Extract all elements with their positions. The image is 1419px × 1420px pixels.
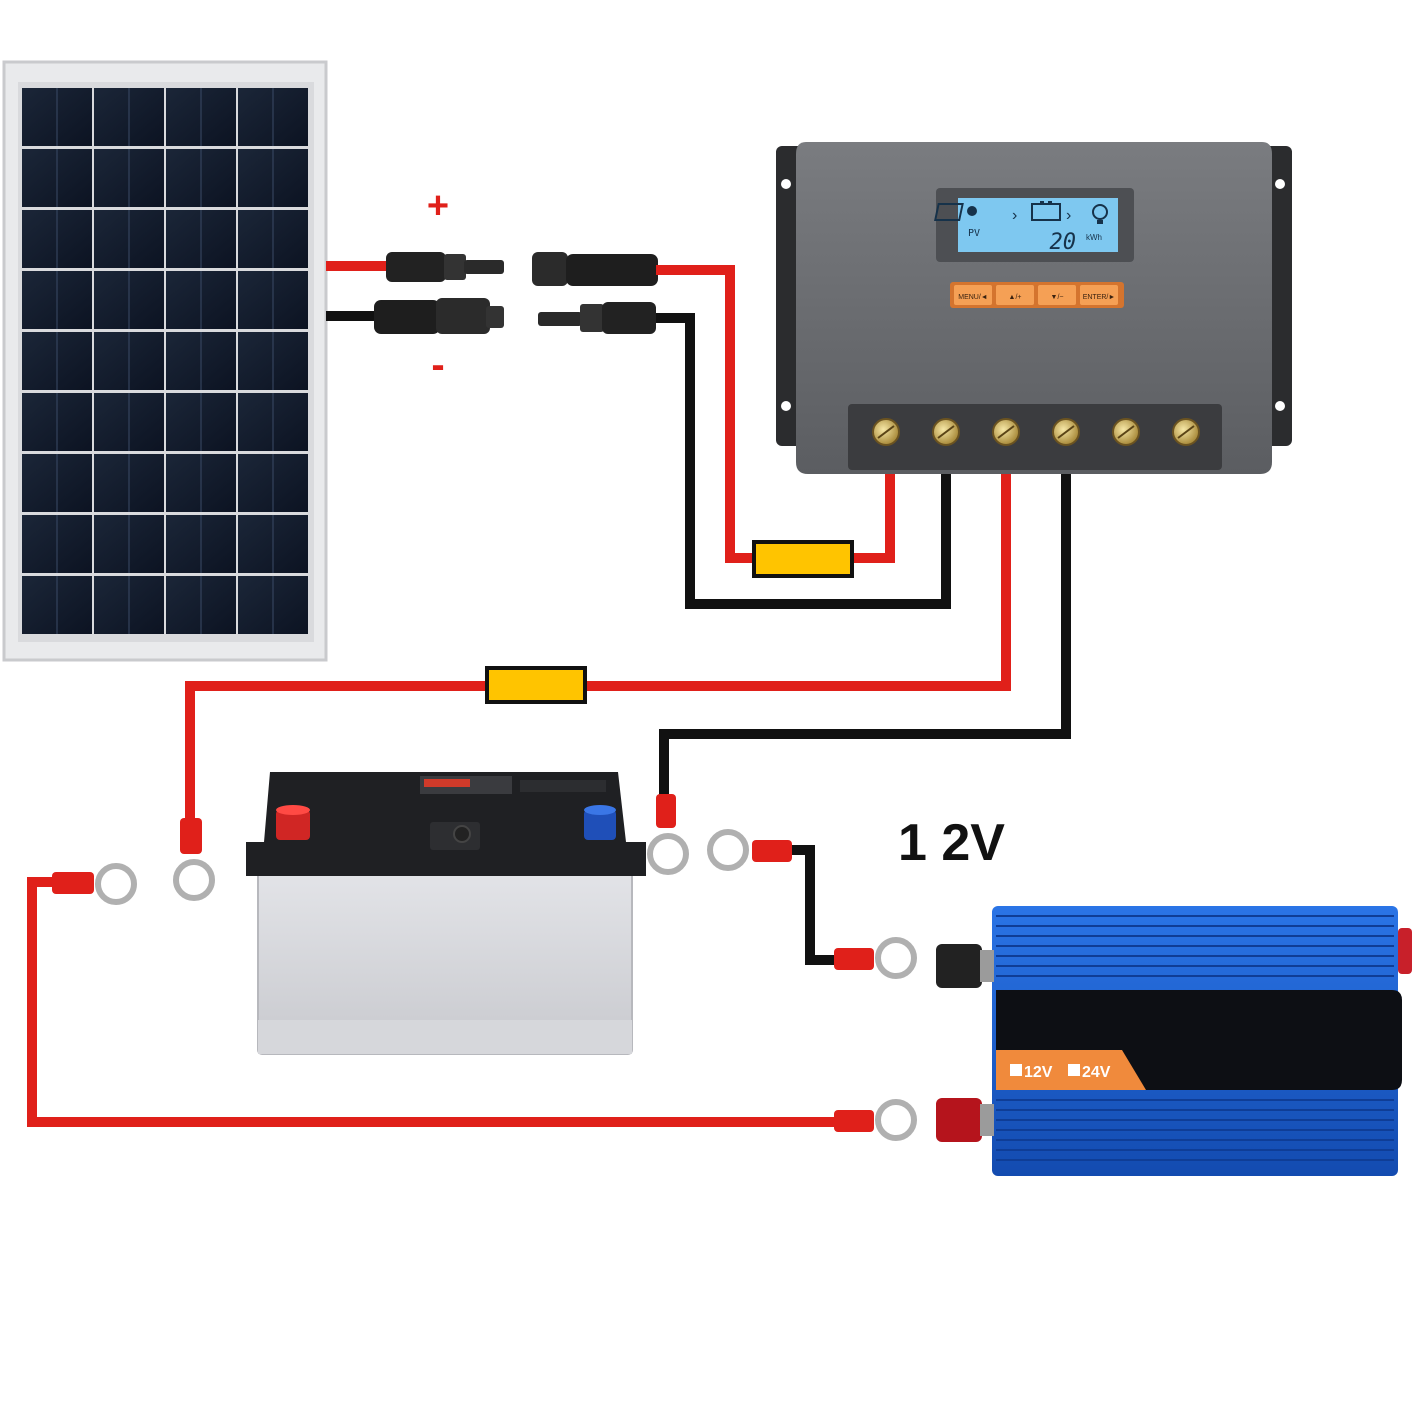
badge-24v-label: 24V: [1082, 1064, 1111, 1081]
solar-panel: [2, 60, 328, 662]
controller-button-label: ENTER/►: [1083, 294, 1116, 301]
screw-slot: [937, 425, 955, 439]
battery-positive-terminal: [276, 805, 310, 840]
mc4-male-negative: [538, 302, 656, 334]
pv-fuse: [752, 540, 854, 578]
pv-negative-wire: [656, 313, 951, 609]
controller-button[interactable]: [954, 285, 992, 305]
pv-positive-wire: [656, 265, 895, 563]
negative-label: -: [431, 343, 444, 387]
power-switch-icon: [1398, 928, 1412, 974]
voltage-label: 1 2V: [898, 814, 1005, 872]
bulb-icon: [1092, 204, 1108, 224]
screw-slot: [1057, 425, 1075, 439]
lcd-unit: kWh: [1086, 233, 1102, 242]
battery-positive-wire: [185, 470, 1011, 820]
battery-negative-wire: [659, 470, 1071, 800]
inverter-positive-battery-lug: [52, 863, 137, 905]
mc4-female-positive: [532, 252, 658, 286]
terminal-screws: [872, 418, 1200, 446]
inverter-positive-terminal: [936, 1098, 994, 1142]
controller-button[interactable]: [1080, 285, 1118, 305]
controller-button[interactable]: [996, 285, 1034, 305]
battery-base: [258, 1020, 632, 1054]
inverter-fins: [996, 915, 1394, 1161]
battery-negative-lug: [647, 794, 689, 875]
battery-icon: [1031, 201, 1061, 221]
inverter-negative-wire: [790, 845, 848, 965]
battery-positive-lug: [173, 818, 215, 901]
charge-controller: PV › › 20 kWh MENU/◄ ▲/+ ▼/− ENTER/►: [776, 142, 1292, 474]
controller-button-label: MENU/◄: [958, 294, 987, 301]
mc4-male-positive: [386, 252, 504, 282]
controller-button-label: ▲/+: [1009, 294, 1022, 301]
mount-hole: [1275, 179, 1285, 189]
lcd-value: 20: [1050, 230, 1077, 255]
sun-panel-icon: [934, 203, 977, 221]
battery-fuse: [485, 666, 587, 704]
controller-buttons: MENU/◄ ▲/+ ▼/− ENTER/►: [954, 285, 1118, 305]
inverter-negative-battery-lug: [707, 829, 792, 871]
inverter-negative-terminal: [936, 944, 994, 988]
badge-12v-label: 12V: [1024, 1064, 1053, 1081]
screw-slot: [997, 425, 1015, 439]
ring-terminals: [52, 794, 917, 1141]
screw-slot: [877, 425, 895, 439]
arrow-icon: ›: [1012, 207, 1017, 224]
inverter-negative-lug: [834, 937, 917, 979]
battery: [246, 772, 646, 1055]
lcd-pv-label: PV: [968, 228, 980, 239]
screw-slot: [1117, 425, 1135, 439]
lcd-screen: [958, 198, 1118, 252]
mount-hole: [781, 401, 791, 411]
controller-button-label: ▼/−: [1051, 294, 1064, 301]
battery-negative-terminal: [584, 805, 616, 840]
screw-slot: [1177, 425, 1195, 439]
mount-hole: [1275, 401, 1285, 411]
positive-label: +: [427, 185, 449, 227]
mc4-connectors: + -: [326, 185, 658, 387]
solar-cells: [22, 88, 308, 634]
checkbox-12v-icon: [1010, 1064, 1022, 1076]
terminal-block: [848, 404, 1222, 470]
inverter-positive-lug: [834, 1099, 917, 1141]
mc4-female-negative: [374, 298, 504, 334]
arrow-icon: ›: [1066, 207, 1071, 224]
checkbox-24v-icon: [1068, 1064, 1080, 1076]
controller-button[interactable]: [1038, 285, 1076, 305]
mount-hole: [781, 179, 791, 189]
power-inverter: 12V 24V: [936, 906, 1412, 1176]
